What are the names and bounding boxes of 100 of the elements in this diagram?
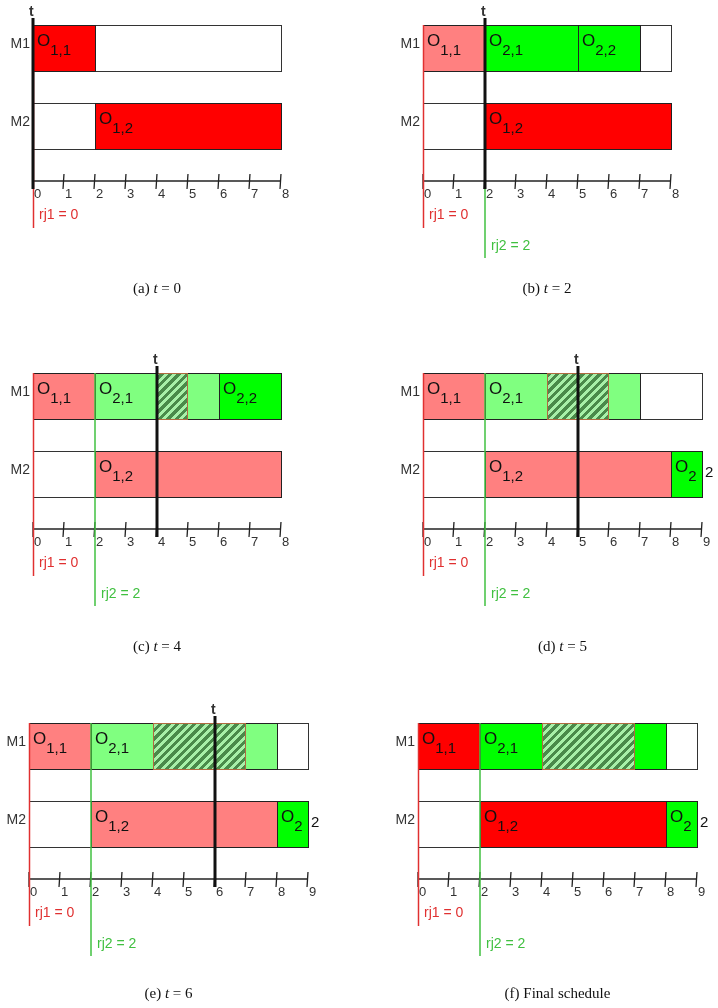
axis-tick-label: 4 xyxy=(548,187,556,200)
current-time-label: t xyxy=(481,4,486,18)
idle-time-slot xyxy=(423,103,486,150)
operation-label-overflow: 2 xyxy=(700,813,709,830)
release-time-label: rj1 = 0 xyxy=(424,905,464,919)
axis-tick-label: 4 xyxy=(548,535,556,548)
axis-tick-label: 6 xyxy=(605,885,613,898)
operation-bar xyxy=(578,25,641,72)
operation-label: O$_{2}$ xyxy=(670,807,692,834)
axis-tick-label: 5 xyxy=(579,535,587,548)
idle-time-slot xyxy=(423,451,486,498)
axis-tick-label: 7 xyxy=(641,187,649,200)
axis-tick-label: 8 xyxy=(282,535,290,548)
operation-label: O$_{2,1}$ xyxy=(489,379,524,406)
axis-tick-label: 7 xyxy=(251,187,259,200)
axis-tick-label: 3 xyxy=(127,535,135,548)
axis-tick-label: 3 xyxy=(127,187,135,200)
axis-tick-label: 9 xyxy=(309,885,317,898)
axis-tick-label: 0 xyxy=(30,885,38,898)
release-time-label: rj1 = 0 xyxy=(429,555,469,569)
axis-tick-label: 0 xyxy=(424,535,432,548)
subfigure-caption: (e) t = 6 xyxy=(144,985,193,1002)
operation-bar xyxy=(485,103,672,150)
operation-label: O$_{2,2}$ xyxy=(582,31,617,58)
operation-bar xyxy=(485,451,672,498)
operation-label: O$_{2}$ xyxy=(675,457,697,484)
idle-time-slot xyxy=(95,25,282,72)
subfigure-caption: (f) Final schedule xyxy=(504,985,611,1002)
axis-tick-label: 3 xyxy=(123,885,131,898)
idle-time-slot xyxy=(640,25,672,72)
idle-time-slot xyxy=(640,373,703,420)
axis-tick-label: 2 xyxy=(96,535,104,548)
axis-tick-label: 6 xyxy=(220,187,228,200)
axis-tick-label: 8 xyxy=(672,535,680,548)
operation-label-overflow: 2 xyxy=(705,463,714,480)
operation-bar xyxy=(277,801,309,848)
operation-bar xyxy=(418,723,481,770)
operation-label: O$_{1,1}$ xyxy=(33,729,68,756)
operation-bar xyxy=(666,801,698,848)
axis-tick-label: 4 xyxy=(154,885,162,898)
operation-bar xyxy=(480,723,667,770)
operation-bar xyxy=(219,373,282,420)
operation-label: O$_{1,1}$ xyxy=(37,379,72,406)
operation-bar xyxy=(33,25,96,72)
operation-label: O$_{2}$ xyxy=(281,807,303,834)
operation-bar xyxy=(423,373,486,420)
operation-bar xyxy=(33,373,96,420)
operation-label: O$_{2,1}$ xyxy=(484,729,519,756)
axis-tick-label: 2 xyxy=(486,535,494,548)
operation-bar xyxy=(95,451,282,498)
operation-label: O$_{2,1}$ xyxy=(489,31,524,58)
axis-tick-label: 7 xyxy=(636,885,644,898)
operation-label: O$_{1,1}$ xyxy=(427,31,462,58)
operation-label: O$_{1,2}$ xyxy=(99,109,134,136)
operation-label: O$_{1,2}$ xyxy=(489,109,524,136)
release-time-label: rj1 = 0 xyxy=(39,207,79,221)
axis-tick-label: 2 xyxy=(486,187,494,200)
operation-label: O$_{1,1}$ xyxy=(37,31,72,58)
operation-bar xyxy=(91,801,278,848)
current-time-label: t xyxy=(153,352,158,366)
axis-tick-label: 8 xyxy=(278,885,286,898)
axis-tick-label: 4 xyxy=(543,885,551,898)
axis-tick-label: 8 xyxy=(282,187,290,200)
operation-label: O$_{1,2}$ xyxy=(95,807,130,834)
axis-tick-label: 1 xyxy=(65,535,73,548)
axis-tick-label: 6 xyxy=(220,535,228,548)
axis-tick-label: 2 xyxy=(92,885,100,898)
subfigure-caption: (b) t = 2 xyxy=(522,280,572,297)
operation-bar xyxy=(671,451,703,498)
idle-time-slot xyxy=(29,801,92,848)
operation-label: O$_{1,1}$ xyxy=(427,379,462,406)
axis-tick-label: 9 xyxy=(698,885,706,898)
release-time-label: rj2 = 2 xyxy=(491,238,531,252)
axis-tick-label: 1 xyxy=(65,187,73,200)
operation-bar xyxy=(423,25,486,72)
idle-time-slot xyxy=(418,801,481,848)
axis-tick-label: 5 xyxy=(579,187,587,200)
axis-tick-label: 3 xyxy=(517,187,525,200)
release-time-label: rj1 = 0 xyxy=(429,207,469,221)
axis-tick-label: 1 xyxy=(455,187,463,200)
axis-tick-label: 9 xyxy=(703,535,711,548)
idle-time-slot xyxy=(277,723,309,770)
axis-tick-label: 4 xyxy=(158,187,166,200)
release-time-label: rj1 = 0 xyxy=(39,555,79,569)
current-time-label: t xyxy=(29,4,34,18)
axis-tick-label: 6 xyxy=(610,187,618,200)
operation-bar xyxy=(485,373,641,420)
release-time-label: rj1 = 0 xyxy=(35,905,75,919)
axis-tick-label: 5 xyxy=(189,187,197,200)
axis-tick-label: 5 xyxy=(189,535,197,548)
axis-tick-label: 0 xyxy=(34,535,42,548)
axis-tick-label: 5 xyxy=(185,885,193,898)
axis-tick-label: 0 xyxy=(419,885,427,898)
hatched-block xyxy=(152,722,246,770)
release-time-label: rj2 = 2 xyxy=(101,586,141,600)
hatched-block xyxy=(541,722,635,770)
axis-tick-label: 1 xyxy=(450,885,458,898)
operation-label: O$_{2,1}$ xyxy=(99,379,134,406)
axis-tick-label: 2 xyxy=(96,187,104,200)
operation-bar xyxy=(485,25,579,72)
